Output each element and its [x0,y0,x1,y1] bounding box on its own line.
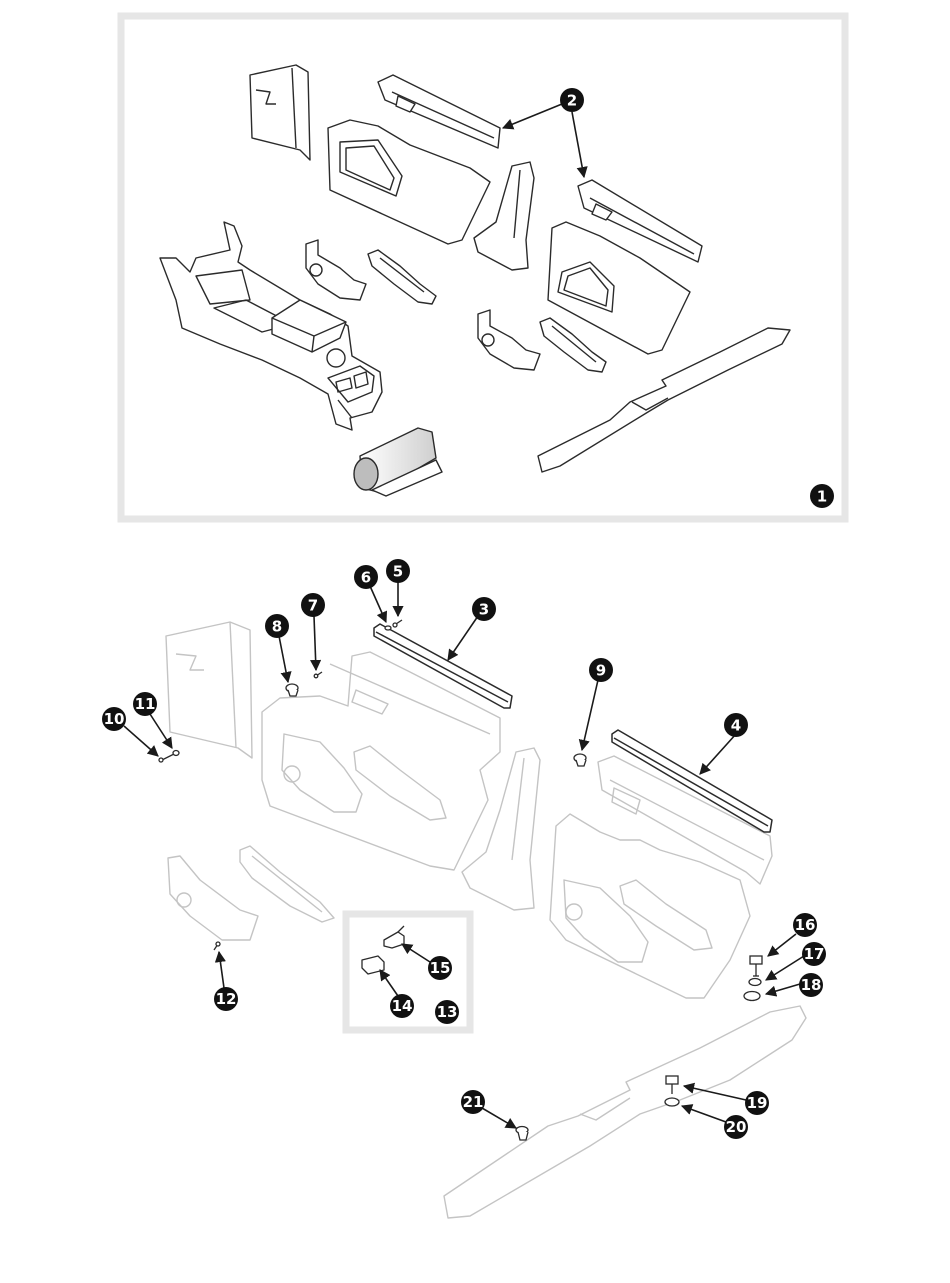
capping-strip-3 [373,623,513,709]
capping-strip-4 [611,729,773,833]
trim-kit-panel [117,12,849,523]
callout-label: 14 [392,997,413,1015]
callout-label: 15 [430,959,451,977]
rear-quarter-panel-left [249,64,311,161]
bolt-19 [665,1075,679,1094]
callout-label: 16 [795,916,816,934]
latch-15 [383,931,405,949]
callout-14: 14 [390,994,414,1018]
door-panel-right-faded [549,813,751,999]
rear-quarter-panel-faded [165,621,253,759]
callout-16: 16 [793,913,817,937]
callout-18: 18 [799,973,823,997]
washer-11 [172,749,180,757]
screw-12 [213,941,221,951]
door-capping-left [377,74,501,149]
callout-6: 6 [354,565,378,589]
exploded-fixings-view [123,582,807,1219]
callout-label: 4 [731,717,741,735]
callout-label: 11 [135,695,156,713]
door-pocket-left [305,239,367,301]
callout-1: 1 [810,484,834,508]
centre-console [159,221,383,431]
glovebox-latch-inset [342,910,474,1034]
clip-9 [573,753,587,767]
callout-label: 6 [361,569,371,587]
callout-label: 17 [804,945,825,963]
callout-11: 11 [133,692,157,716]
clip-21 [515,1125,529,1141]
callout-label: 8 [272,618,282,636]
callout-label: 2 [567,92,577,110]
callout-15: 15 [428,956,452,980]
door-panel-left-faded [261,651,501,871]
armrest-lid [271,299,347,353]
screw-10 [158,753,175,763]
callout-label: 7 [308,597,318,615]
screw-5 [392,619,403,628]
callout-label: 5 [393,563,403,581]
callout-2: 2 [560,88,584,112]
washer-20 [664,1097,680,1107]
callout-label: 1 [817,488,827,506]
armrest-left [367,249,437,305]
callout-label: 18 [801,976,822,994]
callout-3: 3 [472,597,496,621]
callout-label: 12 [216,990,237,1008]
callout-label: 19 [747,1094,768,1112]
callout-8: 8 [265,614,289,638]
callout-label: 3 [479,601,489,619]
callout-19: 19 [745,1091,769,1115]
callout-label: 21 [463,1093,484,1111]
bolt-16 [749,955,763,977]
callout-12: 12 [214,987,238,1011]
clip-8 [285,683,299,697]
callout-9: 9 [589,658,613,682]
washer-17 [748,977,762,987]
door-panel-left [327,119,491,245]
callout-21: 21 [461,1090,485,1114]
callout-label: 13 [437,1003,458,1021]
door-pocket-right [477,309,541,371]
callout-5: 5 [386,559,410,583]
washer-6 [384,625,392,631]
callout-label: 9 [596,662,606,680]
callout-17: 17 [802,942,826,966]
sill-trim-faded [443,1005,807,1219]
callout-10: 10 [102,707,126,731]
callout-20: 20 [724,1115,748,1139]
armrest-right [539,317,607,373]
callout-7: 7 [301,593,325,617]
callout-4: 4 [724,713,748,737]
door-panel-right [547,221,691,355]
screw-7 [313,671,323,679]
callout-label: 10 [104,710,125,728]
callout-13: 13 [435,1000,459,1024]
callout-label: 20 [726,1118,747,1136]
washer-18 [743,990,761,1002]
